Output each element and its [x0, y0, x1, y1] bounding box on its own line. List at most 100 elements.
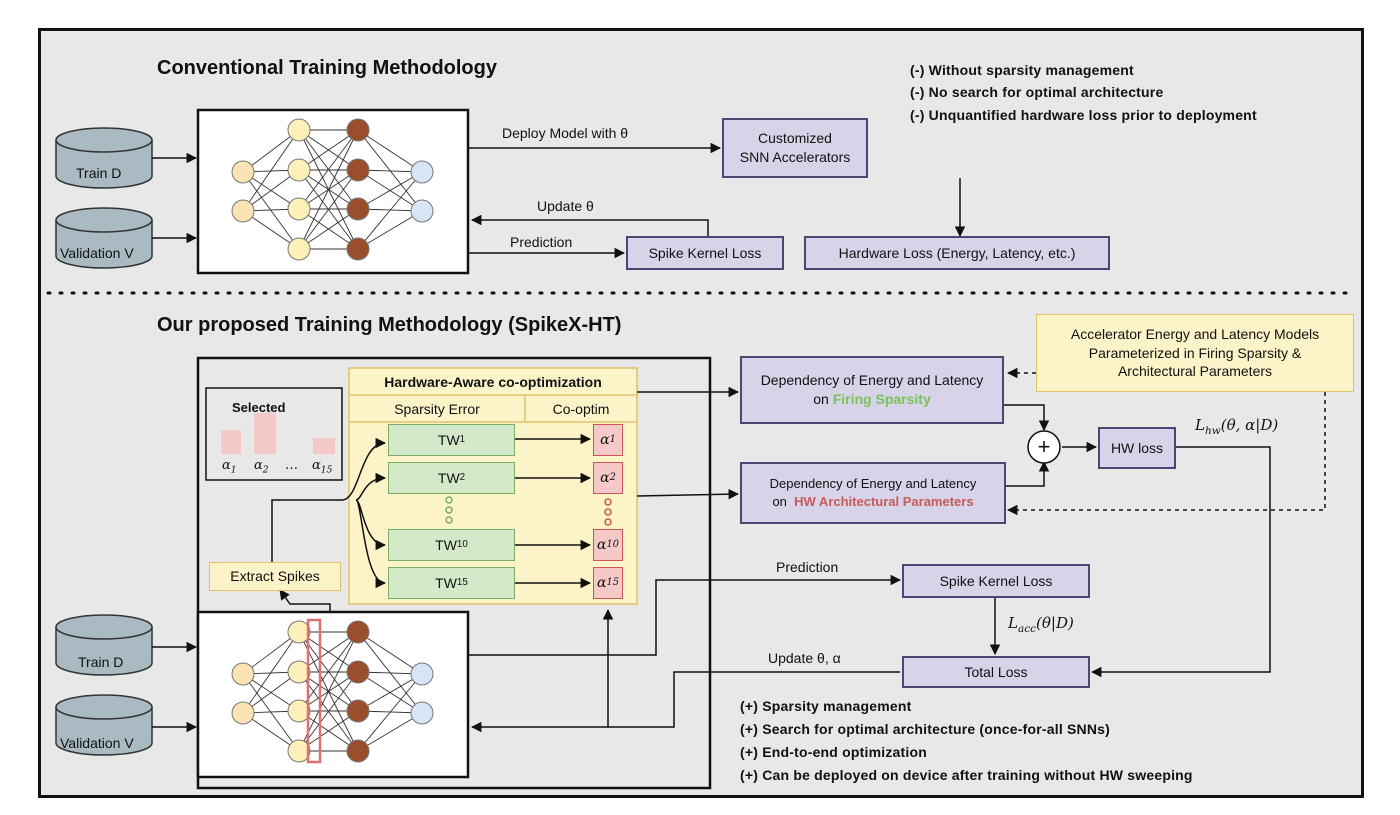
network-edge [357, 210, 423, 250]
model-box-line1: Accelerator Energy and Latency Models [1070, 325, 1320, 342]
dependency-arch-box: Dependency of Energy and Latency on HW A… [740, 462, 1006, 524]
network-edge [298, 129, 359, 171]
proposed-note-2: (+) Search for optimal architecture (onc… [740, 721, 1111, 737]
conventional-note-1: (-) Without sparsity management [910, 62, 1134, 78]
prediction-label-top: Prediction [510, 234, 573, 250]
update-label-bottom: Update θ, α [768, 650, 841, 666]
network-edge [242, 169, 300, 212]
col-sparsity-error: Sparsity Error [394, 400, 480, 417]
accelerator-box-line1: Customized [758, 130, 832, 147]
snn-network-box-top [196, 108, 470, 275]
network-edge [357, 129, 423, 173]
selected-ellipsis: … [285, 458, 298, 473]
network-neuron [287, 620, 311, 644]
validation-db-label-top: Validation V [60, 245, 134, 261]
snn-network-bottom [231, 620, 434, 763]
selected-bar-1 [221, 430, 241, 454]
update-label-top: Update θ [537, 198, 594, 214]
network-edge [357, 171, 423, 250]
network-neuron [231, 160, 255, 184]
proposed-note-4: (+) Can be deployed on device after trai… [740, 767, 1193, 783]
lacc-label: Lacc(θ|D) [1008, 614, 1074, 635]
network-neuron [231, 701, 255, 725]
accelerator-box-line2: SNN Accelerators [739, 149, 851, 165]
lhw-label: Lhw(θ, α|D) [1195, 416, 1279, 437]
network-neuron [346, 699, 370, 723]
col-co-optim: Co-optim [552, 400, 610, 417]
network-edge [298, 208, 359, 250]
network-edge [242, 631, 300, 714]
hw-loss-box: HW loss [1098, 427, 1176, 469]
firing-sparsity-highlight: Firing Sparsity [832, 391, 931, 407]
network-edge [357, 673, 423, 752]
selected-alpha-2: α2 [254, 458, 269, 476]
network-edge [298, 129, 359, 210]
network-neuron [287, 699, 311, 723]
network-edge [357, 631, 423, 675]
network-neuron [287, 118, 311, 142]
extract-spikes-box: Extract Spikes [209, 562, 341, 591]
network-neuron [346, 620, 370, 644]
selected-bar-2 [254, 413, 276, 454]
dep-sparsity-on: on [813, 391, 829, 407]
network-edge [242, 671, 300, 714]
conventional-title: Conventional Training Methodology [157, 57, 497, 79]
dep-arch-line1: Dependency of Energy and Latency [769, 476, 977, 492]
deploy-label: Deploy Model with θ [502, 125, 629, 141]
conventional-note-3: (-) Unquantified hardware loss prior to … [910, 107, 1257, 123]
validation-database-bottom [55, 694, 153, 756]
network-neuron [346, 197, 370, 221]
network-neuron [346, 158, 370, 182]
selected-label: Selected [232, 400, 286, 415]
selected-alpha-15: α15 [312, 458, 333, 476]
conventional-note-2: (-) No search for optimal architecture [910, 84, 1164, 100]
proposed-outer-box [196, 356, 712, 790]
network-neuron [287, 158, 311, 182]
tw-ellipsis-dots [445, 496, 453, 524]
snn-network-top [231, 118, 434, 261]
proposed-note-1: (+) Sparsity management [740, 698, 912, 714]
network-neuron [346, 237, 370, 261]
network-neuron [231, 199, 255, 223]
network-neuron [410, 662, 434, 686]
network-edge [242, 171, 300, 250]
total-loss-box: Total Loss [902, 656, 1090, 688]
network-edge [357, 171, 423, 210]
dependency-sparsity-box: Dependency of Energy and Latency on Firi… [740, 356, 1004, 424]
model-box-line2: Parameterized in Firing Sparsity & [1088, 344, 1302, 361]
network-neuron [346, 118, 370, 142]
dep-sparsity-line1: Dependency of Energy and Latency [760, 372, 984, 389]
network-neuron [287, 660, 311, 684]
sum-symbol: + [1037, 434, 1051, 459]
accelerator-box: Customized SNN Accelerators [722, 118, 868, 178]
prediction-label-bottom: Prediction [776, 559, 839, 575]
dep-arch-on: on [772, 494, 787, 509]
network-edge [242, 631, 300, 675]
network-neuron [410, 701, 434, 725]
hardware-loss-box: Hardware Loss (Energy, Latency, etc.) [804, 236, 1110, 270]
network-neuron [287, 739, 311, 763]
train-database-top [55, 127, 153, 189]
network-edge [242, 129, 300, 173]
sparsity-marker [306, 618, 322, 764]
network-edge [357, 712, 423, 752]
validation-db-label-bottom: Validation V [60, 735, 134, 751]
network-neuron [410, 199, 434, 223]
accelerator-model-box: Accelerator Energy and Latency Models Pa… [1036, 314, 1354, 392]
hw-arch-params-highlight: HW Architectural Parameters [794, 494, 974, 509]
network-edge [357, 631, 423, 714]
network-edge [357, 129, 423, 212]
network-neuron [231, 662, 255, 686]
network-edge [242, 673, 300, 752]
network-neuron [346, 660, 370, 684]
network-neuron [287, 237, 311, 261]
proposed-title: Our proposed Training Methodology (Spike… [157, 314, 622, 336]
spike-kernel-loss-top: Spike Kernel Loss [626, 236, 784, 270]
